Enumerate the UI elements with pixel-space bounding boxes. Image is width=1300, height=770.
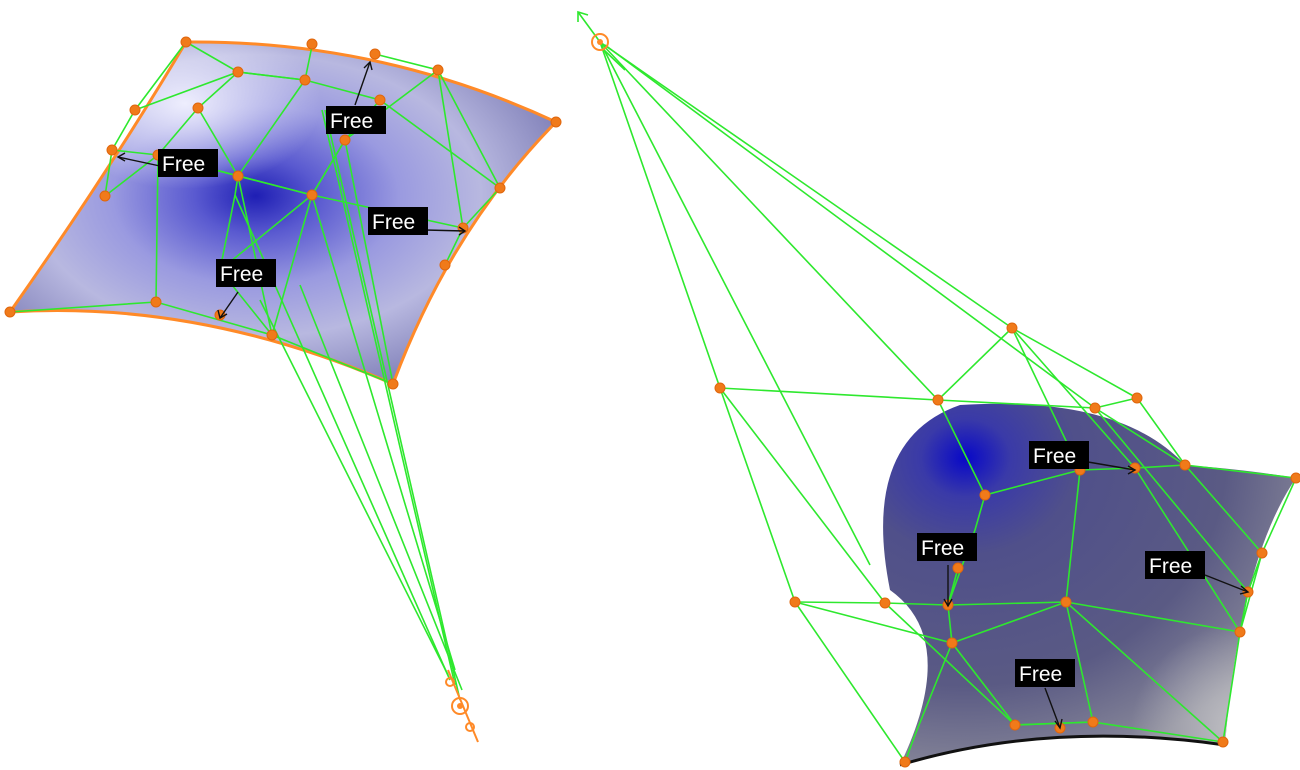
control-point[interactable] xyxy=(1089,402,1101,414)
control-point[interactable] xyxy=(106,144,118,156)
control-point[interactable] xyxy=(1006,322,1018,334)
control-point[interactable] xyxy=(714,382,726,394)
free-label[interactable]: Free xyxy=(216,259,276,287)
svg-text:Free: Free xyxy=(921,537,964,560)
control-point[interactable] xyxy=(339,134,351,146)
left-anchor-manipulator[interactable] xyxy=(445,669,479,743)
left-surface[interactable]: Free Free Free Free xyxy=(4,36,562,743)
free-label[interactable]: Free xyxy=(1015,659,1075,687)
left-free-arrows xyxy=(116,60,467,320)
control-point[interactable] xyxy=(1087,716,1099,728)
free-label[interactable]: Free xyxy=(326,106,386,134)
svg-text:Free: Free xyxy=(1033,445,1076,468)
control-point[interactable] xyxy=(299,74,311,86)
svg-text:Free: Free xyxy=(162,153,205,176)
control-point[interactable] xyxy=(387,378,399,390)
control-point[interactable] xyxy=(1179,459,1191,471)
control-point[interactable] xyxy=(1234,626,1246,638)
control-point[interactable] xyxy=(150,296,162,308)
control-point[interactable] xyxy=(946,637,958,649)
left-control-points[interactable] xyxy=(4,36,562,390)
free-label[interactable]: Free xyxy=(917,533,977,561)
free-label[interactable]: Free xyxy=(158,149,218,177)
svg-text:Free: Free xyxy=(1019,663,1062,686)
control-point[interactable] xyxy=(1290,472,1300,484)
control-point[interactable] xyxy=(306,38,318,50)
control-point[interactable] xyxy=(1217,736,1229,748)
svg-text:Free: Free xyxy=(372,211,415,234)
control-point[interactable] xyxy=(129,104,141,116)
control-point[interactable] xyxy=(374,94,386,106)
control-point[interactable] xyxy=(789,596,801,608)
control-point[interactable] xyxy=(99,190,111,202)
right-surface-boundary xyxy=(899,734,1226,767)
svg-text:Free: Free xyxy=(330,110,373,133)
control-point[interactable] xyxy=(4,306,16,318)
control-point[interactable] xyxy=(1129,462,1141,474)
right-anchor-manipulator[interactable] xyxy=(577,10,626,71)
control-point[interactable] xyxy=(432,64,444,76)
control-point[interactable] xyxy=(439,259,451,271)
control-point[interactable] xyxy=(180,36,192,48)
right-free-arrows xyxy=(943,461,1250,730)
right-surface-highlight xyxy=(883,403,1296,765)
control-point[interactable] xyxy=(266,329,278,341)
control-point[interactable] xyxy=(1256,547,1268,559)
control-point[interactable] xyxy=(1131,392,1143,404)
control-point[interactable] xyxy=(879,597,891,609)
control-point[interactable] xyxy=(369,48,381,60)
right-control-points[interactable] xyxy=(714,322,1300,768)
control-point[interactable] xyxy=(232,66,244,78)
svg-text:Free: Free xyxy=(220,263,263,286)
left-surface-highlight xyxy=(10,41,556,384)
control-point[interactable] xyxy=(192,102,204,114)
free-label[interactable]: Free xyxy=(368,207,428,235)
control-point[interactable] xyxy=(979,489,991,501)
control-point[interactable] xyxy=(494,182,506,194)
control-point[interactable] xyxy=(550,116,562,128)
right-surface[interactable]: Free Free Free Free xyxy=(577,10,1300,768)
control-point[interactable] xyxy=(1009,719,1021,731)
control-point[interactable] xyxy=(932,394,944,406)
control-point[interactable] xyxy=(899,756,911,768)
svg-text:Free: Free xyxy=(1149,555,1192,578)
control-point[interactable] xyxy=(306,189,318,201)
free-label[interactable]: Free xyxy=(1145,551,1205,579)
control-point[interactable] xyxy=(952,562,964,574)
control-point[interactable] xyxy=(1060,596,1072,608)
free-label[interactable]: Free xyxy=(1029,441,1089,469)
control-point[interactable] xyxy=(232,170,244,182)
